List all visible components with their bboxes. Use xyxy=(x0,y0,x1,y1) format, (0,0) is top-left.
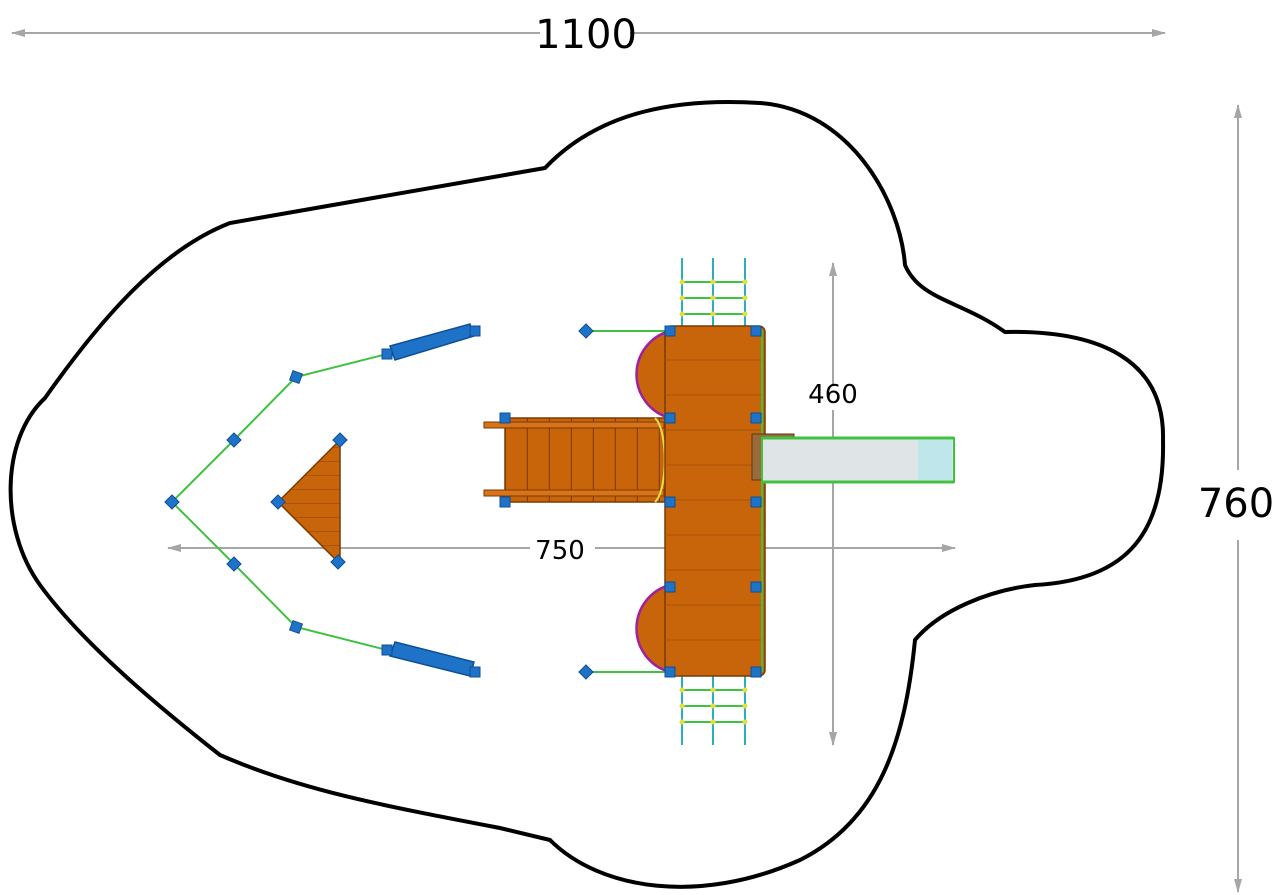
post-icon xyxy=(330,554,346,570)
bench-top xyxy=(389,323,475,361)
post-icon xyxy=(664,325,676,337)
post-icon xyxy=(226,432,242,448)
post-icon xyxy=(381,644,393,656)
post-icon xyxy=(750,666,762,678)
post-icon xyxy=(750,325,762,337)
post-icon xyxy=(499,412,511,424)
post-icon xyxy=(270,494,286,510)
dimension-label-460: 460 xyxy=(808,380,858,410)
post-icon xyxy=(469,325,481,337)
post-icon xyxy=(750,412,762,424)
tower-deck xyxy=(664,325,766,677)
post-icon xyxy=(750,496,762,508)
slide xyxy=(751,433,955,484)
post-icon xyxy=(288,619,304,635)
post-icon xyxy=(578,664,594,680)
tower-roof-top xyxy=(635,329,671,420)
dimension-overall-depth: 760 xyxy=(1198,104,1274,893)
post-icon xyxy=(332,432,348,448)
posts xyxy=(164,323,762,680)
tower-roof-bottom xyxy=(635,583,671,674)
post-icon xyxy=(164,494,180,510)
safety-zone-outline xyxy=(8,99,1166,889)
triangle-deck xyxy=(276,438,341,566)
dimension-overall-width: 1100 xyxy=(11,12,1166,58)
rope-net-top xyxy=(679,258,748,330)
dimension-label-760: 760 xyxy=(1198,481,1274,527)
bridge-deck xyxy=(483,417,666,503)
dimension-label-750: 750 xyxy=(535,536,585,566)
post-icon xyxy=(578,323,594,339)
post-icon xyxy=(226,556,242,572)
post-icon xyxy=(288,369,304,385)
bench-bottom xyxy=(389,641,475,677)
post-icon xyxy=(381,348,393,360)
post-icon xyxy=(664,581,676,593)
post-icon xyxy=(664,666,676,678)
post-icon xyxy=(664,496,676,508)
post-icon xyxy=(664,412,676,424)
post-icon xyxy=(750,581,762,593)
post-icon xyxy=(469,666,481,678)
post-icon xyxy=(499,496,511,508)
dimension-label-1100: 1100 xyxy=(535,12,637,58)
rope-net-bottom xyxy=(679,672,748,745)
